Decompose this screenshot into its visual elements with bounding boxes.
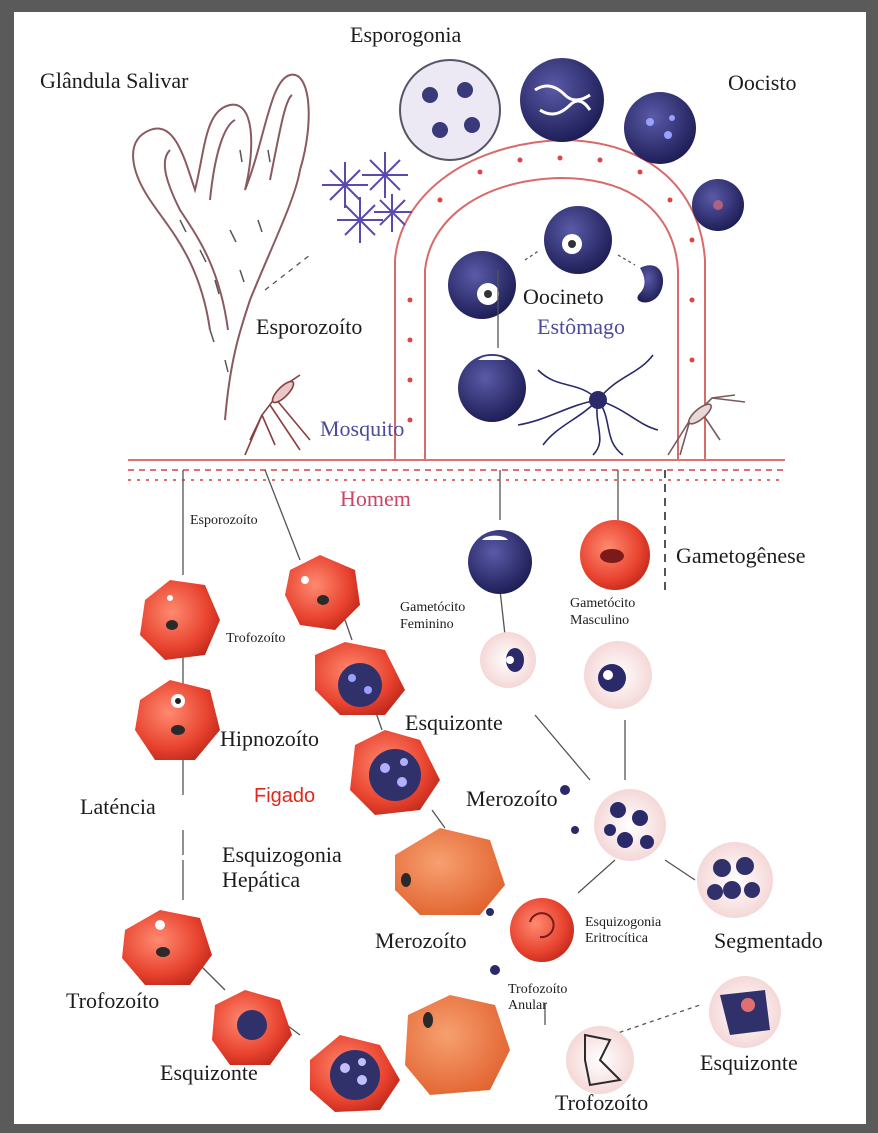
label-oocineto: Oocineto bbox=[523, 286, 604, 308]
label-homem: Homem bbox=[340, 488, 411, 510]
label-oocisto: Oocisto bbox=[728, 72, 796, 94]
label-trofozoito-bottom: Trofozoíto bbox=[555, 1092, 648, 1114]
label-gametogenese: Gametogênese bbox=[676, 545, 806, 567]
label-trofozoito-left: Trofozoíto bbox=[66, 990, 159, 1012]
label-hipnozoito: Hipnozoíto bbox=[220, 728, 319, 750]
label-mosquito: Mosquito bbox=[320, 418, 404, 440]
label-esquizogonia-hepatica: Esquizogonia Hepática bbox=[222, 842, 342, 893]
label-gametocito-masculino: Gametócito Masculino bbox=[570, 596, 635, 630]
label-gametocito-feminino: Gametócito Feminino bbox=[400, 600, 465, 634]
label-trofozoito-liver: Trofozoíto bbox=[226, 632, 285, 646]
label-esporozoito-human: Esporozoíto bbox=[190, 514, 258, 528]
label-segmentado: Segmentado bbox=[714, 930, 823, 952]
label-esquizonte-mid: Esquizonte bbox=[405, 712, 503, 734]
label-latencia: Laténcia bbox=[80, 796, 156, 818]
label-estomago: Estômago bbox=[537, 316, 625, 338]
label-merozoito-center: Merozoíto bbox=[375, 930, 467, 952]
label-esporozoito-mosquito: Esporozoíto bbox=[256, 316, 362, 338]
label-glandula-salivar: Glândula Salivar bbox=[40, 70, 188, 92]
label-esporogonia: Esporogonia bbox=[350, 24, 461, 46]
salivary-gland bbox=[133, 75, 309, 420]
label-figado: Figado bbox=[254, 786, 315, 806]
sporogony-oocysts bbox=[400, 58, 744, 231]
label-trofozoito-anular: Trofozoíto Anular bbox=[508, 982, 567, 1014]
mosquito-right bbox=[668, 395, 745, 455]
label-esquizonte-bottom-left: Esquizonte bbox=[160, 1062, 258, 1084]
label-esquizogonia-eritrocitica: Esquizogonia Eritrocítica bbox=[585, 915, 661, 947]
skin-line bbox=[128, 460, 785, 480]
label-esquizonte-bottom-right: Esquizonte bbox=[700, 1052, 798, 1074]
mosquito-left bbox=[245, 375, 310, 455]
label-merozoito-right: Merozoíto bbox=[466, 788, 558, 810]
sporozoite-rosettes bbox=[322, 152, 412, 243]
liver-stage-cells bbox=[122, 555, 510, 1112]
